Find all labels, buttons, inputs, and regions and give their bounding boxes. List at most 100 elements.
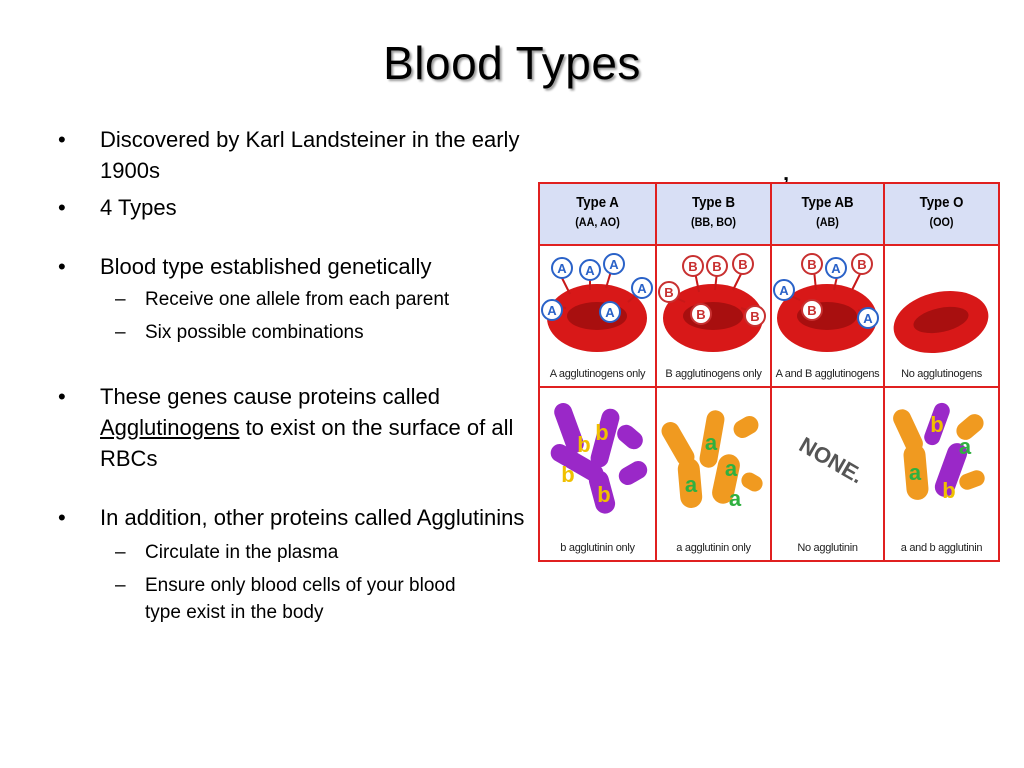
antigen-label: B — [738, 257, 747, 272]
slide-title: Blood Types — [383, 37, 641, 89]
antigen-label: A — [637, 281, 647, 296]
antigen-label: B — [750, 309, 759, 324]
sub-bullet-text: Ensure only blood cells of your blood ty… — [145, 575, 456, 623]
genotype: (AA, AO) — [575, 215, 620, 229]
blood-type-figure: ‚ Type A (AA, AO) Type B (BB, BO) Type A… — [538, 160, 1002, 566]
bullet-text-before: These genes cause proteins called — [100, 384, 440, 409]
bullet-text: 4 Types — [100, 195, 177, 220]
sub-bullet-item: – Six possible combinations — [58, 319, 528, 346]
cell-illustration-type-o: No agglutinogens — [883, 244, 1000, 388]
bullet-text: Blood type established genetically — [100, 254, 432, 279]
a-antibody-cluster-icon: a a a a — [661, 410, 763, 511]
antigen-label: B — [664, 285, 673, 300]
type-name: Type AB — [801, 194, 854, 211]
red-cell-with-a-antigens-icon: A A A A A A — [541, 253, 653, 352]
red-cell-with-b-antigens-icon: B B B B B B — [658, 253, 766, 352]
antigen-label: B — [807, 303, 816, 318]
agglutinogen-caption: B agglutinogens only — [665, 368, 762, 380]
bullet-symbol: • — [58, 384, 66, 409]
bullet-list: • Discovered by Karl Landsteiner in the … — [58, 124, 528, 626]
antigen-label: A — [779, 283, 789, 298]
bullet-symbol: • — [58, 127, 66, 152]
header-cell-type-a: Type A (AA, AO) — [538, 182, 657, 246]
cell-illustration-type-a: A A A A A A A agglutinogens only — [538, 244, 657, 388]
antibody-label: a — [705, 430, 718, 455]
antigen-label: A — [547, 303, 557, 318]
antigen-label: A — [557, 261, 567, 276]
cell-illustration-type-b: B B B B B B B agglutinogens only — [655, 244, 772, 388]
genotype: (BB, BO) — [691, 215, 736, 229]
antibody-label: a — [909, 460, 922, 485]
genotype: (OO) — [929, 215, 954, 229]
header-cell-type-ab: Type AB (AB) — [770, 182, 885, 246]
header-cell-type-o: Type O (OO) — [883, 182, 1000, 246]
bullet-item: • 4 Types — [58, 192, 528, 223]
type-name: Type A — [576, 194, 619, 211]
agglutinogen-caption: No agglutinogens — [901, 368, 982, 380]
antigen-label: B — [712, 259, 721, 274]
agglutinogen-caption: A agglutinogens only — [549, 368, 646, 380]
bullet-item: • Discovered by Karl Landsteiner in the … — [58, 124, 528, 186]
antibody-label: b — [577, 432, 590, 457]
antigen-label: A — [831, 261, 841, 276]
antigen-label: A — [605, 305, 615, 320]
a-and-b-antibody-cluster-icon: a b a b — [893, 402, 985, 503]
antigen-label: A — [609, 257, 619, 272]
cell-antibody-type-ab: NONE. No agglutinin — [770, 386, 885, 562]
red-cell-with-a-and-b-antigens-icon: B A B A B A — [773, 253, 879, 352]
cell-antibody-type-a: b b b b b agglutinin only — [538, 386, 657, 562]
bullet-symbol: • — [58, 505, 66, 530]
agglutinin-caption: b agglutinin only — [560, 542, 635, 554]
blood-type-table: Type A (AA, AO) Type B (BB, BO) Type AB … — [538, 182, 1000, 562]
bullet-text: In addition, other proteins called Agglu… — [100, 505, 525, 530]
agglutinin-caption: a agglutinin only — [676, 542, 751, 554]
sub-bullet-item: – Ensure only blood cells of your blood … — [58, 572, 475, 626]
antigen-label: B — [688, 259, 697, 274]
bullet-symbol: • — [58, 254, 66, 279]
antigen-label: B — [857, 257, 866, 272]
cell-antibody-type-o: a b a b a and b agglutinin — [883, 386, 1000, 562]
none-label-graphic: NONE. — [795, 432, 868, 488]
cell-illustration-type-ab: B A B A B A A and B agglutinogens — [770, 244, 885, 388]
antibody-label: b — [942, 478, 955, 503]
none-text: NONE. — [795, 432, 868, 488]
sub-bullet-text: Circulate in the plasma — [145, 542, 339, 563]
bullet-item: • These genes cause proteins called Aggl… — [58, 381, 528, 474]
antibody-label: a — [725, 456, 738, 481]
antigen-label: A — [585, 263, 595, 278]
antibody-label: b — [930, 412, 943, 437]
antibody-label: a — [729, 486, 742, 511]
agglutinogens-term: Agglutinogens — [100, 415, 240, 440]
agglutinin-row: b b b b b agglutinin only — [538, 386, 1000, 562]
type-name: Type B — [691, 194, 736, 211]
antibody-label: b — [597, 482, 610, 507]
antibody-label: a — [685, 472, 698, 497]
dash-symbol: – — [115, 322, 126, 343]
antibody-label: b — [595, 420, 608, 445]
dash-symbol: – — [115, 289, 126, 310]
sub-bullet-item: – Receive one allele from each parent — [58, 286, 528, 313]
sub-bullet-item: – Circulate in the plasma — [58, 539, 528, 566]
antibody-label: a — [959, 434, 972, 459]
sub-bullet-text: Six possible combinations — [145, 322, 364, 343]
dash-symbol: – — [115, 575, 126, 596]
bullet-text-after: to exist on the surface of all RBCs — [100, 415, 514, 471]
agglutinogen-row: A A A A A A A agglutinogens only — [538, 244, 1000, 388]
agglutinin-caption: No agglutinin — [797, 542, 858, 554]
bullet-symbol: • — [58, 195, 66, 220]
cell-antibody-type-b: a a a a a agglutinin only — [655, 386, 772, 562]
antigen-label: B — [807, 257, 816, 272]
b-antibody-cluster-icon: b b b b — [550, 403, 648, 514]
header-row: Type A (AA, AO) Type B (BB, BO) Type AB … — [538, 182, 1000, 246]
sub-bullet-text: Receive one allele from each parent — [145, 289, 450, 310]
antigen-label: B — [696, 307, 705, 322]
genotype: (AB) — [816, 215, 839, 229]
type-name: Type O — [919, 194, 964, 211]
header-cell-type-b: Type B (BB, BO) — [655, 182, 772, 246]
bullet-item: • In addition, other proteins called Agg… — [58, 502, 528, 533]
bullet-text: Discovered by Karl Landsteiner in the ea… — [100, 127, 520, 183]
agglutinogen-caption: A and B agglutinogens — [775, 368, 880, 380]
bullet-item: • Blood type established genetically — [58, 251, 528, 282]
antibody-label: b — [561, 462, 574, 487]
plain-red-cell-icon — [893, 291, 989, 353]
